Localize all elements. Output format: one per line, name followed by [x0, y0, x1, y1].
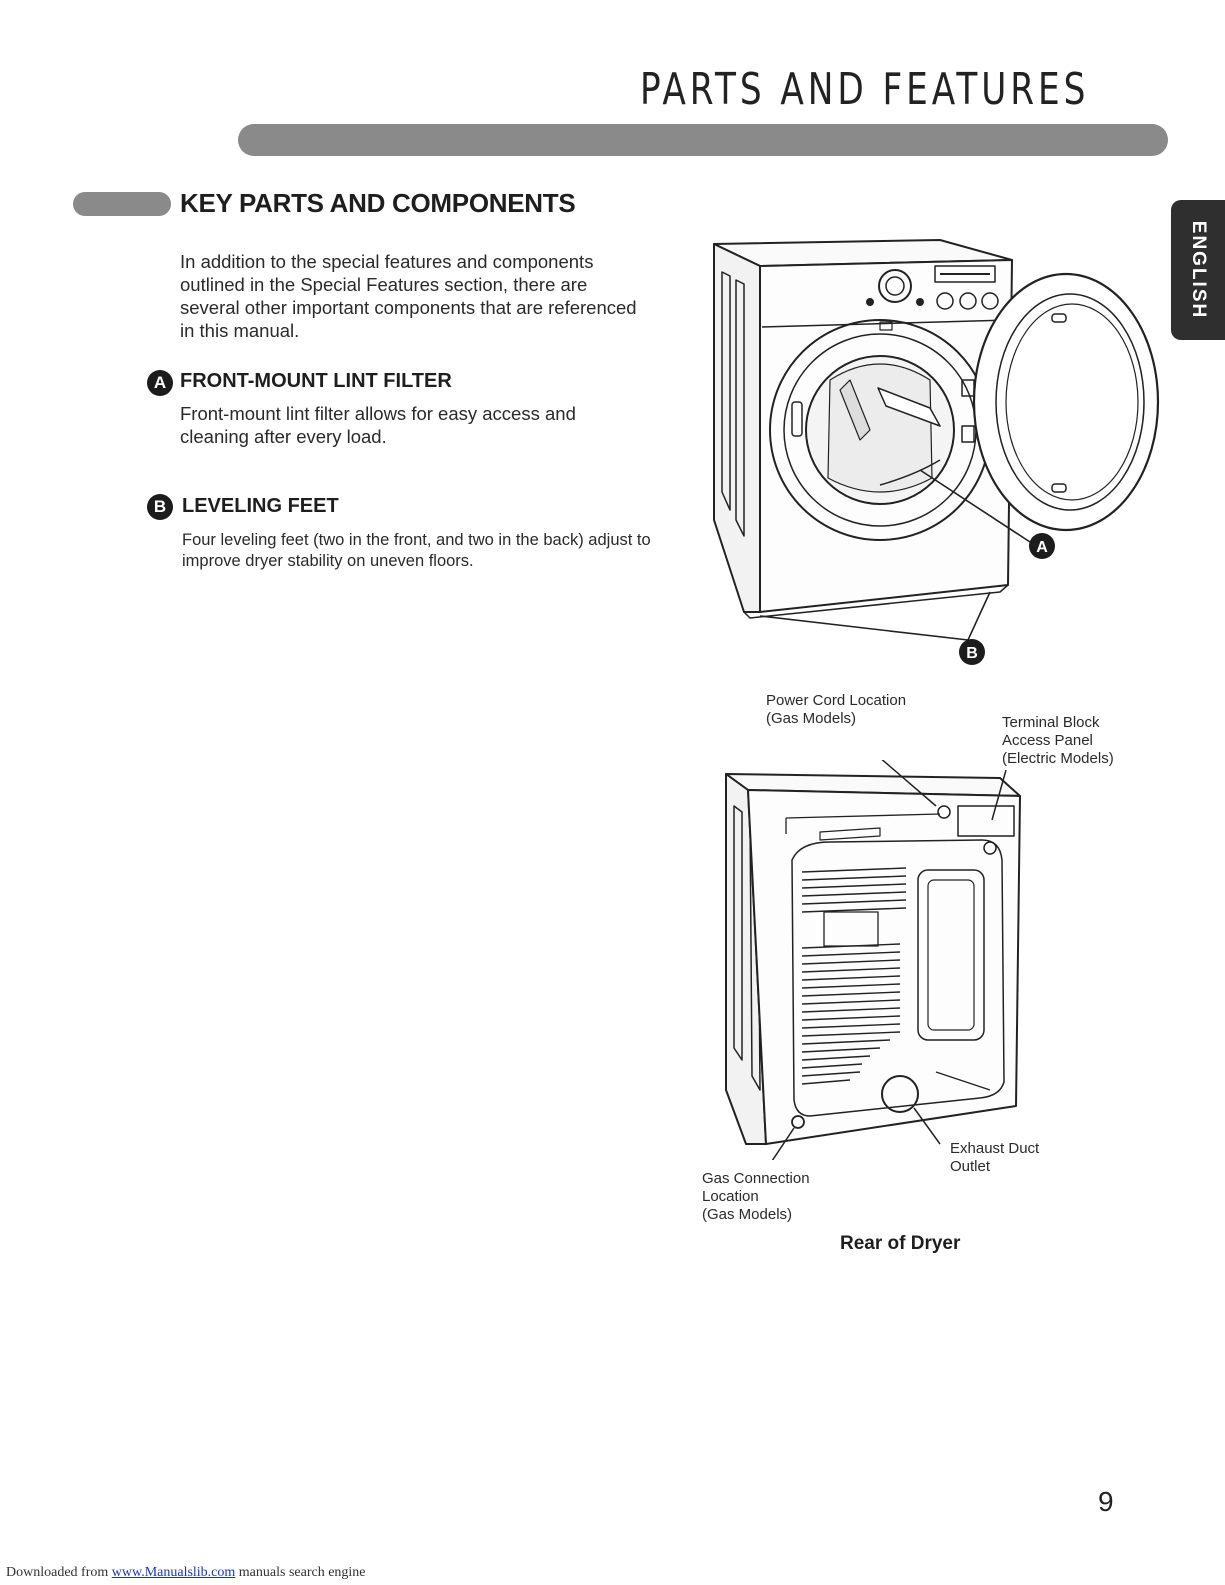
intro-paragraph: In addition to the special features and … [180, 251, 637, 341]
front-dryer-illustration: A B [713, 239, 1160, 665]
page-title: PARTS AND FEATURES [640, 64, 1090, 115]
item-a-badge: A [147, 370, 173, 396]
item-a-title: FRONT-MOUNT LINT FILTER [180, 370, 452, 392]
callout-exhaust-duct: Exhaust Duct Outlet [950, 1140, 1040, 1175]
language-tab [1171, 200, 1225, 340]
title-divider-bar [238, 124, 1168, 156]
page-number: 9 [1098, 1486, 1114, 1517]
item-b-description: Four leveling feet (two in the front, an… [182, 531, 651, 570]
manualslib-link[interactable]: www.Manualslib.com [111, 1565, 236, 1580]
rear-dryer-illustration [725, 760, 1021, 1160]
item-b-title: LEVELING FEET [182, 495, 339, 517]
marker-a: A [1036, 539, 1048, 556]
section-title: KEY PARTS AND COMPONENTS [180, 188, 576, 218]
rear-figure-caption: Rear of Dryer [840, 1233, 961, 1254]
footer-prefix: Downloaded from [6, 1565, 112, 1580]
item-a-description: Front-mount lint filter allows for easy … [180, 403, 576, 447]
callout-terminal-block: Terminal Block Access Panel (Electric Mo… [1002, 714, 1114, 767]
language-tab-label: ENGLISH [1188, 220, 1210, 320]
callout-gas-connection: Gas Connection Location (Gas Models) [702, 1170, 810, 1223]
item-b-badge: B [147, 494, 173, 520]
footer-suffix: manuals search engine [235, 1565, 366, 1580]
download-footer: Downloaded from www.Manualslib.com manua… [6, 1565, 366, 1581]
marker-b: B [966, 645, 978, 662]
callout-power-cord: Power Cord Location (Gas Models) [766, 692, 907, 727]
section-marker-pill [73, 192, 171, 216]
